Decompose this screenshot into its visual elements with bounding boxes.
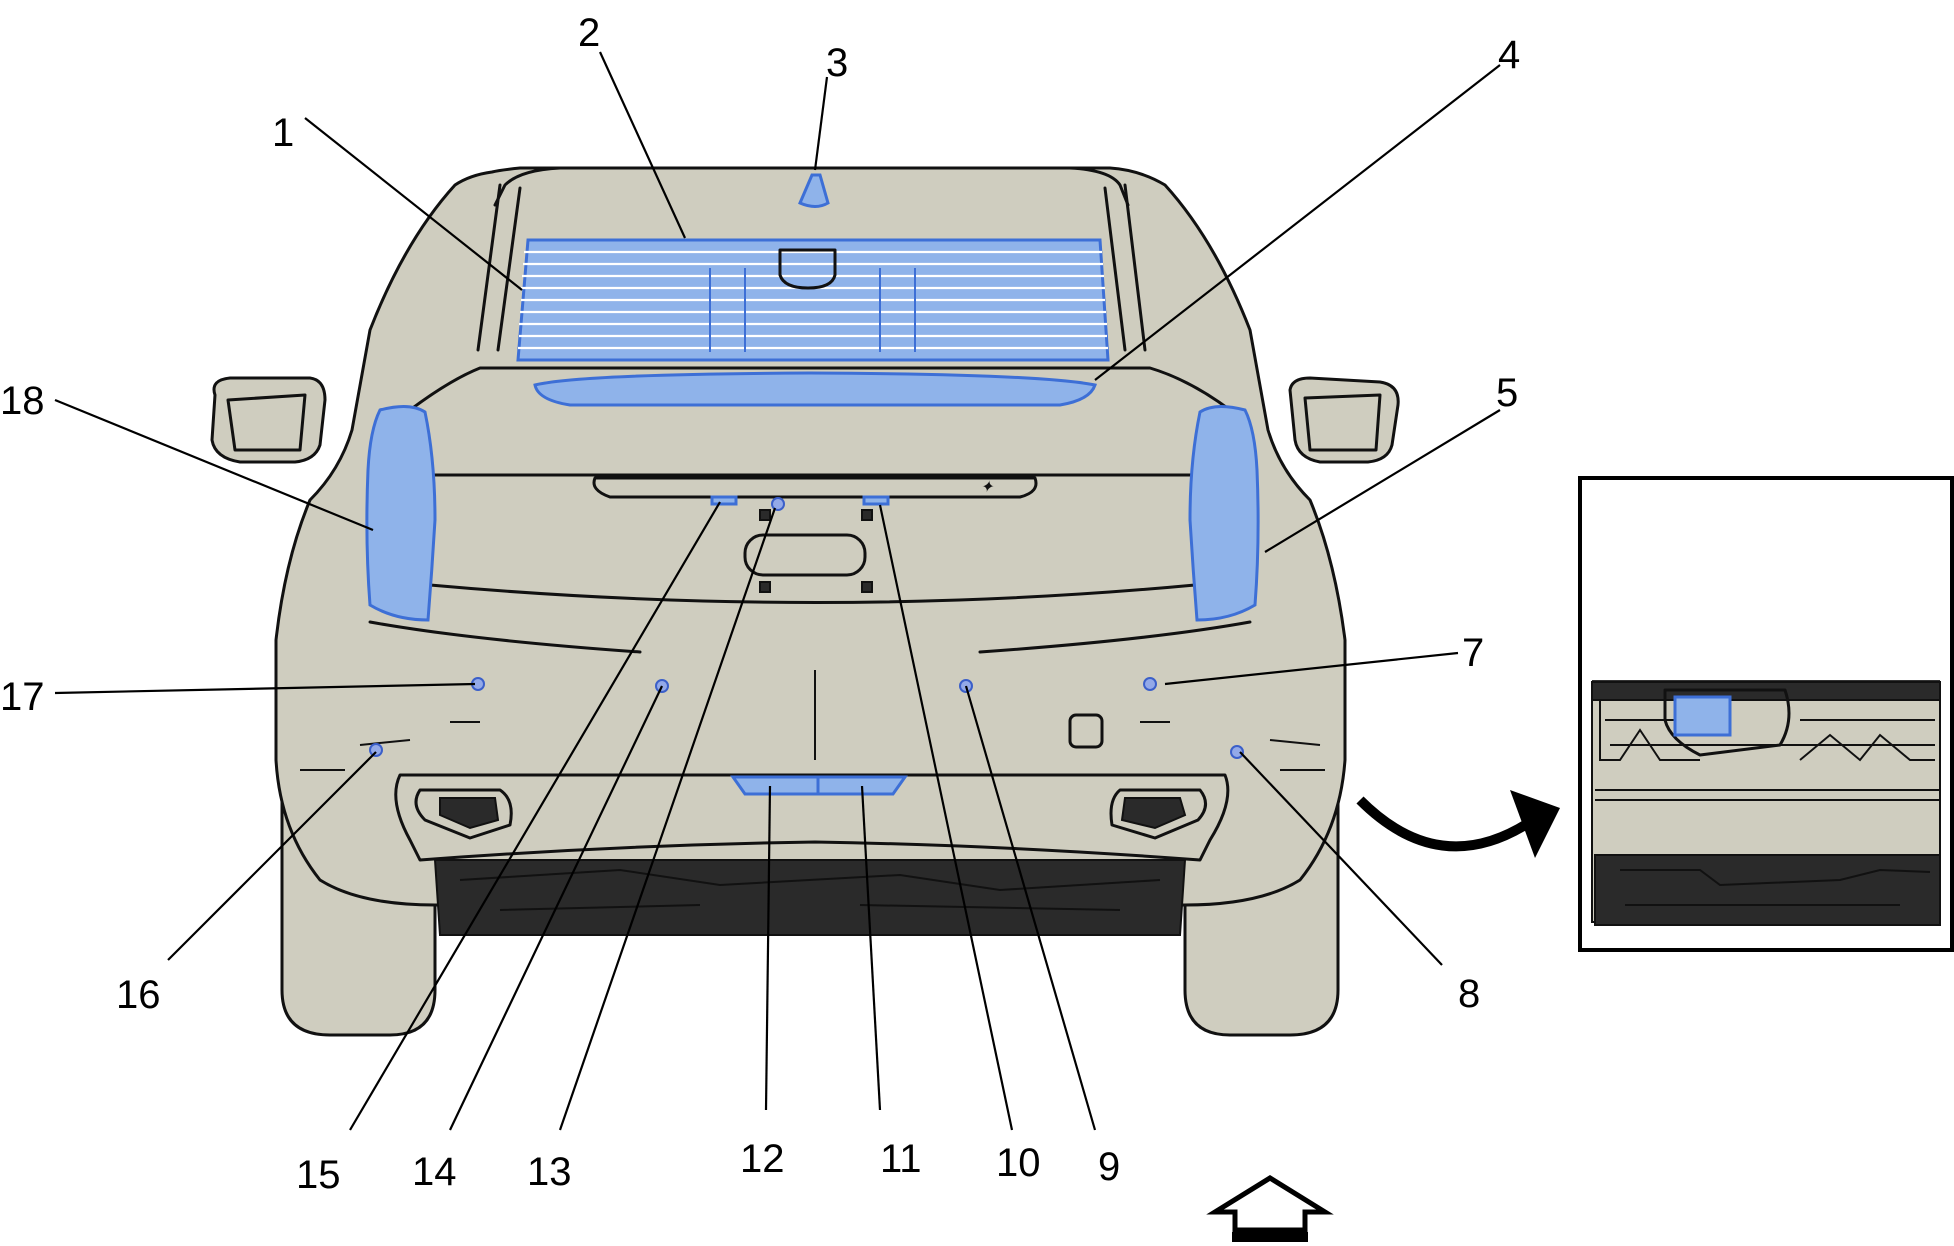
callout-12: 12 xyxy=(740,1137,785,1181)
left-exhaust-tip xyxy=(414,788,513,840)
highlighted-components xyxy=(369,173,1244,796)
right-c-pillar xyxy=(1103,183,1147,352)
side-sensor-left xyxy=(369,743,383,757)
bumper-right-marks xyxy=(1140,721,1325,771)
callout-10: 10 xyxy=(996,1141,1041,1185)
lower-valance xyxy=(394,773,1230,862)
inset-frame-structure xyxy=(1591,681,1941,762)
roof-antenna xyxy=(798,173,830,208)
callout-8: 8 xyxy=(1458,972,1480,1016)
callout-4: 4 xyxy=(1498,33,1520,77)
right-exhaust-opening xyxy=(1120,797,1187,830)
trunk-garnish xyxy=(592,476,1038,499)
undercarriage xyxy=(433,859,1187,936)
left-exhaust-opening xyxy=(439,797,500,830)
callout-15: 15 xyxy=(296,1153,341,1197)
license-lamp-right xyxy=(862,495,890,506)
callout-18: 18 xyxy=(0,379,45,423)
curved-arrow-icon xyxy=(1356,790,1560,858)
bumper-upper-crease xyxy=(368,620,1252,654)
trunk-lid-edge xyxy=(408,366,1232,412)
glass-sensor-housing xyxy=(778,248,837,290)
license-lamp-left xyxy=(710,495,738,506)
right-tail-lamp xyxy=(1188,405,1260,622)
callout-13: 13 xyxy=(527,1150,572,1194)
callout-5: 5 xyxy=(1496,371,1518,415)
license-plate-pocket xyxy=(743,533,867,577)
bumper-left-marks xyxy=(300,721,480,771)
high-mount-stop-lamp xyxy=(533,371,1097,407)
callout-7: 7 xyxy=(1462,631,1484,675)
callout-1: 1 xyxy=(272,111,294,155)
undercarriage-detail xyxy=(459,868,1161,911)
plate-fastener xyxy=(759,581,771,593)
tow-hook-cover xyxy=(1068,713,1104,749)
rearview-camera xyxy=(771,497,785,511)
detail-inset xyxy=(1578,476,1954,952)
arrow-up-icon xyxy=(1206,1175,1334,1242)
callout-17: 17 xyxy=(0,675,45,719)
inset-highlighted-module xyxy=(1673,695,1732,737)
callout-14: 14 xyxy=(412,1150,457,1194)
brand-script: ✦ xyxy=(980,479,995,496)
right-mirror-inner xyxy=(1303,393,1382,452)
side-sensor-right xyxy=(1230,745,1244,759)
left-c-pillar xyxy=(476,183,522,352)
callout-2: 2 xyxy=(578,11,600,55)
inset-underbody-detail xyxy=(1620,868,1931,906)
radar-sensor-left xyxy=(730,775,820,796)
callout-16: 16 xyxy=(116,973,161,1017)
plate-fastener xyxy=(861,581,873,593)
left-mirror-inner xyxy=(226,393,307,452)
plate-fastener xyxy=(759,509,771,521)
inset-underbody xyxy=(1594,854,1941,926)
callout-11: 11 xyxy=(880,1137,922,1181)
leader-lines xyxy=(54,51,1826,1131)
left-tail-lamp xyxy=(365,405,437,622)
park-sensor-outer-right xyxy=(1143,677,1157,691)
inset-underbody-lines xyxy=(1595,789,1940,801)
radar-sensor-right xyxy=(816,775,908,796)
defroster-grid-lines xyxy=(518,250,1108,352)
trunk-gap xyxy=(428,583,1197,604)
callout-3: 3 xyxy=(826,41,848,85)
plate-fastener xyxy=(861,509,873,521)
callout-9: 9 xyxy=(1098,1145,1120,1189)
right-exhaust-tip xyxy=(1109,788,1207,840)
